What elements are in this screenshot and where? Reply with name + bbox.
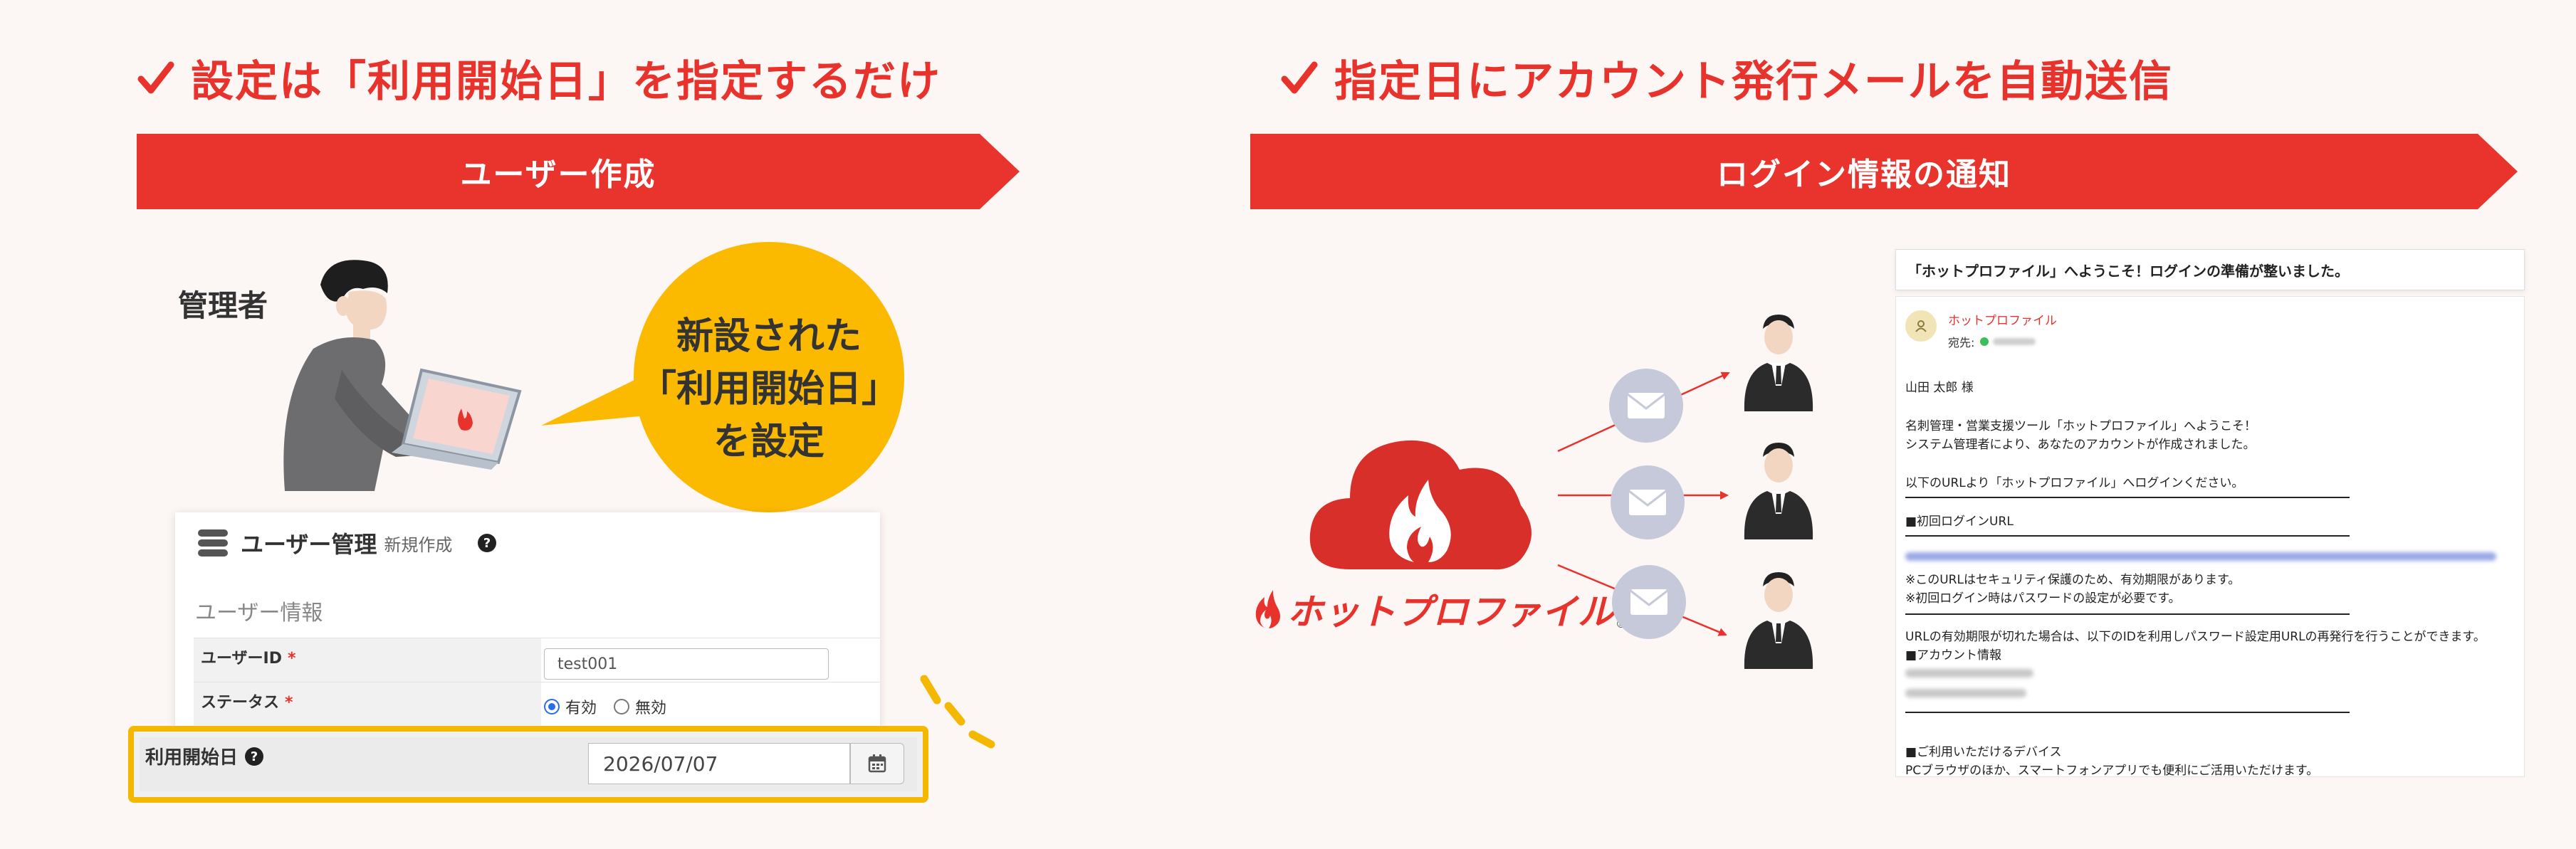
form-subtitle: 新規作成	[384, 534, 453, 555]
required-mark: *	[288, 650, 296, 668]
status-option-inactive-label: 無効	[635, 700, 667, 717]
user-id-label: ユーザーID *	[194, 638, 541, 682]
status-radio-active[interactable]	[544, 699, 560, 714]
banner-right-label: ログイン情報の通知	[1717, 157, 2011, 193]
bubble-text: 新設された 「利用開始日」 を設定	[627, 310, 911, 468]
svg-text:?: ?	[483, 536, 491, 551]
start-date-label-text: 利用開始日	[145, 747, 239, 769]
help-icon[interactable]: ?	[476, 532, 498, 554]
heading-right-text: 指定日にアカウント発行メールを自動送信	[1334, 57, 2173, 107]
person-icon	[1744, 315, 1813, 411]
email-divider	[1905, 613, 2350, 615]
redacted-login-link[interactable]	[1905, 552, 2496, 561]
email-devices-title: ■ご利用いただけるデバイス	[1905, 745, 2062, 759]
user-icon	[1915, 320, 1927, 332]
email-intro-1: 名刺管理・営業支援ツール「ホットプロファイル」へようこそ！	[1905, 419, 2256, 433]
email-intro-2: システム管理者により、あなたのアカウントが作成されました。	[1905, 438, 2256, 452]
email-note-1: ※このURLはセキュリティ保護のため、有効期限があります。	[1905, 573, 2241, 587]
banner-user-creation: ユーザー作成	[137, 134, 1020, 209]
email-divider	[1905, 535, 2350, 537]
brand-name: ホットプロファイル	[1287, 591, 1614, 633]
status-option-active-label: 有効	[565, 700, 597, 717]
banner-left-label: ユーザー作成	[460, 157, 656, 193]
heading-left-text: 設定は「利用開始日」を指定するだけ	[191, 57, 941, 107]
email-divider	[1905, 497, 2350, 498]
calendar-icon	[868, 754, 886, 773]
cloud-logo	[1309, 440, 1532, 570]
redacted-recipient	[1993, 338, 2036, 345]
form-header: ユーザー管理 新規作成 ?	[197, 527, 498, 559]
help-icon[interactable]: ?	[244, 746, 265, 767]
sender-avatar	[1905, 310, 1937, 342]
sparkle-decoration	[920, 675, 995, 749]
email-to-row: 宛先:	[1948, 333, 2036, 350]
email-expiry-note: URLの有効期限が切れた場合は、以下のIDを利用しパスワード設定用URLの再発行…	[1905, 630, 2486, 644]
brand-logo: ホットプロファイル ®	[1253, 584, 1627, 635]
check-icon	[1281, 61, 1318, 93]
email-note-2: ※初回ログイン時はパスワードの設定が必要です。	[1905, 591, 2181, 606]
status-radio-group: 有効 無効	[544, 695, 684, 718]
email-greeting: 山田 太郎 様	[1905, 381, 1974, 395]
database-icon	[198, 529, 228, 557]
calendar-button[interactable]	[850, 743, 904, 784]
form-section-title: ユーザー情報	[195, 601, 323, 626]
heading-left: 設定は「利用開始日」を指定するだけ	[137, 47, 941, 109]
bubble-line-2: 「利用開始日」	[639, 368, 899, 411]
redacted-account-line	[1905, 669, 2033, 677]
mail-flow	[1557, 369, 1730, 639]
user-id-label-text: ユーザーID	[201, 650, 283, 668]
form-row-status: ステータス * 有効 無効	[194, 682, 880, 726]
flame-icon	[1389, 480, 1451, 562]
bubble-line-1: 新設された	[676, 315, 862, 358]
email-subject: 「ホットプロファイル」へようこそ！ログインの準備が整いました。	[1895, 249, 2525, 290]
email-body	[1895, 296, 2525, 777]
email-devices-text: PCブラウザのほか、スマートフォンアプリでも便利にご活用いただけます。	[1905, 764, 2319, 778]
email-to-label: 宛先:	[1948, 336, 1975, 349]
speech-bubble	[541, 242, 904, 512]
person-icon	[1744, 443, 1813, 539]
redacted-account-line	[1905, 689, 2026, 697]
email-sender: ホットプロファイル	[1948, 314, 2057, 328]
email-first-login-url-title: ■初回ログインURL	[1905, 515, 2014, 529]
email-login-prompt: 以下のURLより「ホットプロファイル」へログインください。	[1905, 476, 2244, 490]
admin-label: 管理者	[178, 288, 268, 323]
email-account-info-title: ■アカウント情報	[1905, 648, 2002, 663]
required-mark: *	[285, 694, 293, 712]
svg-text:?: ?	[251, 749, 258, 764]
admin-illustration	[283, 260, 522, 491]
status-radio-inactive[interactable]	[614, 699, 630, 714]
status-label: ステータス *	[194, 682, 541, 726]
email-divider	[1905, 712, 2350, 713]
form-title: ユーザー管理	[241, 531, 377, 558]
start-date-label: 利用開始日 ?	[145, 743, 265, 769]
heading-right: 指定日にアカウント発行メールを自動送信	[1280, 47, 2173, 109]
user-id-input[interactable]	[544, 648, 829, 680]
form-row-user-id: ユーザーID *	[194, 638, 880, 682]
banner-login-notification: ログイン情報の通知	[1250, 134, 2518, 209]
bubble-line-3: を設定	[713, 421, 824, 463]
check-icon	[137, 61, 174, 93]
online-status-dot	[1980, 337, 1989, 346]
mail-icon	[1612, 565, 1686, 639]
flame-icon	[1255, 590, 1280, 628]
mail-icon	[1609, 369, 1683, 443]
start-date-input[interactable]	[588, 743, 850, 784]
person-icon	[1744, 572, 1813, 669]
status-label-text: ステータス	[201, 694, 280, 712]
mail-icon	[1611, 465, 1685, 539]
